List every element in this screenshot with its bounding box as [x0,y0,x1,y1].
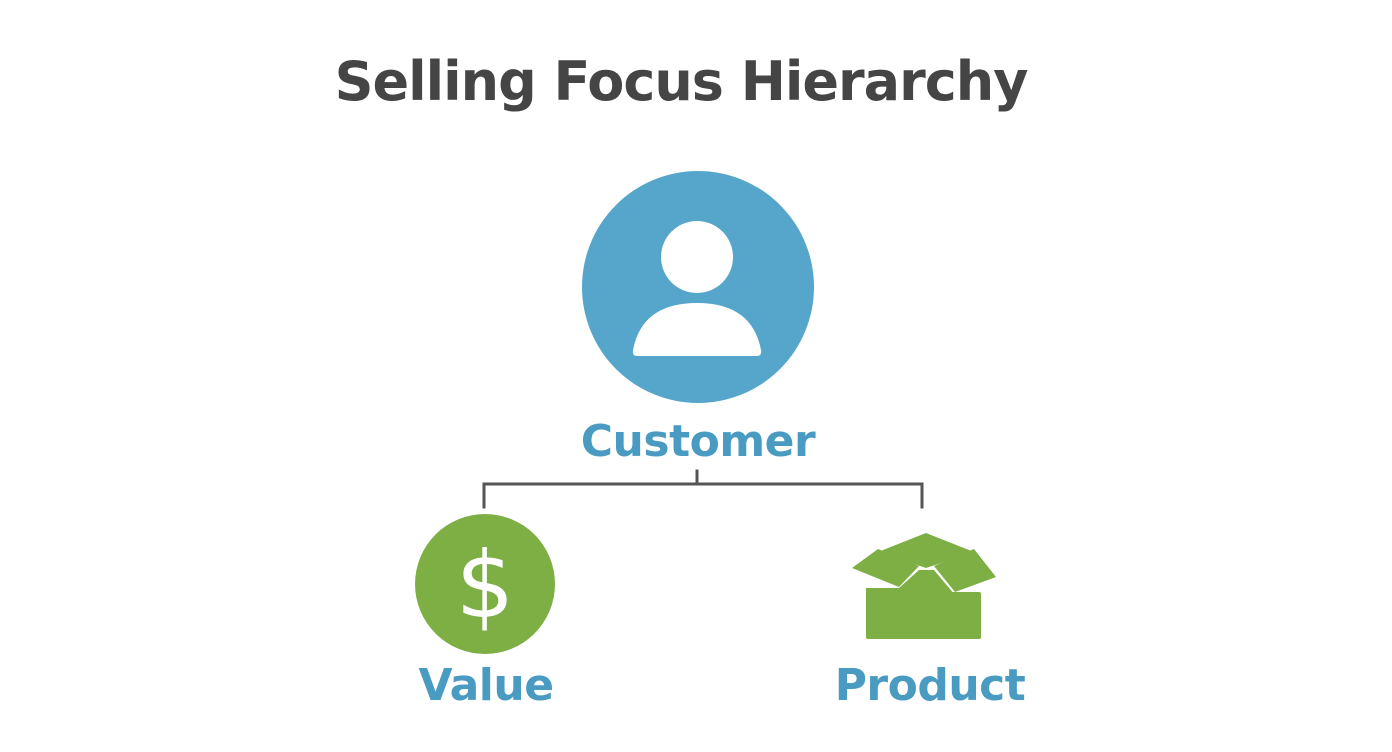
box-icon [852,533,996,639]
value-node: $ [415,514,555,654]
user-icon [632,221,762,356]
customer-label: Customer [580,416,816,467]
connector-lines [482,469,924,509]
dollar-icon: $ [456,532,515,639]
diagram-title: Selling Focus Hierarchy [334,50,1029,113]
customer-node [582,171,814,403]
value-label: Value [418,660,554,711]
value-circle [415,514,555,654]
product-label: Product [834,660,1026,711]
